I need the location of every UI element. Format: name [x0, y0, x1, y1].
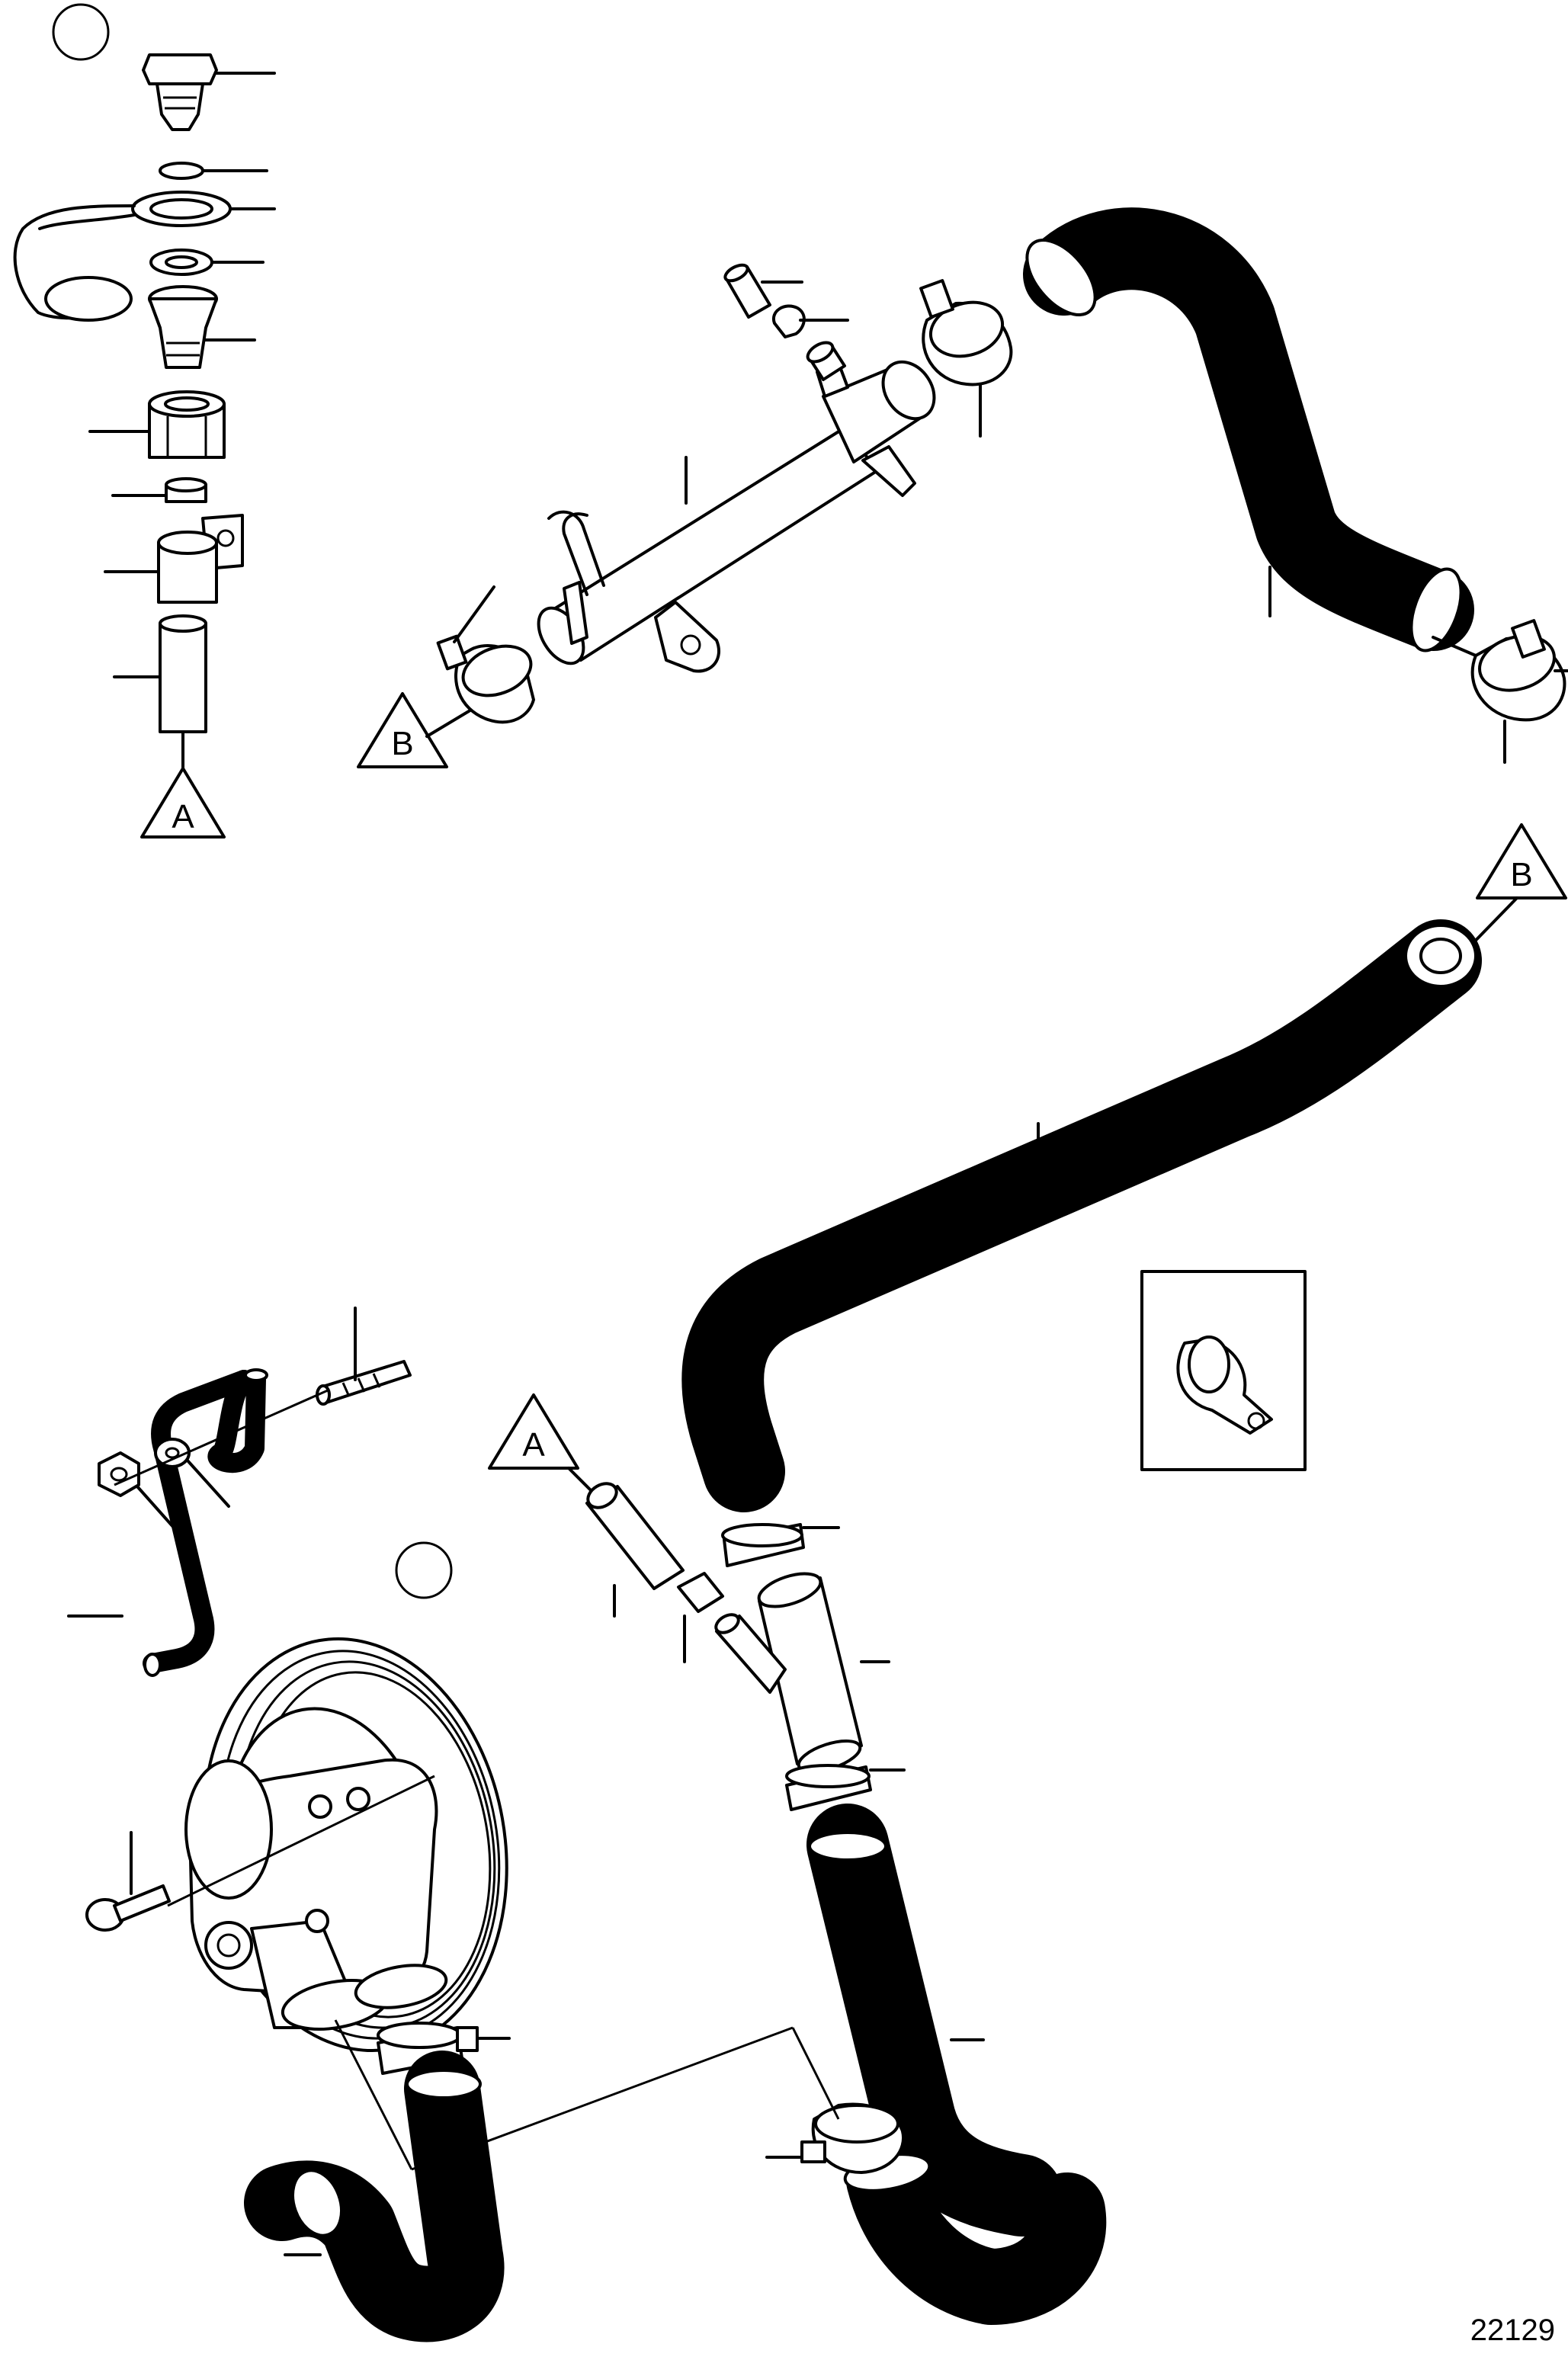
pump-housing [167, 1758, 448, 2031]
reference-letter: A [522, 1426, 545, 1464]
joint-clip [677, 1572, 724, 1663]
reference-letter: A [172, 798, 194, 835]
filler-cap-assembly: A [13, 3, 276, 839]
bent-vent-pipe [67, 1368, 268, 1677]
p-clip-inset [1140, 1270, 1307, 1471]
coolant-pipe [537, 425, 878, 673]
hose-joint-fittings: A [488, 1393, 906, 1811]
vent-sleeve [723, 263, 803, 319]
curved-hose-top [1023, 207, 1474, 653]
pipe-outlet-tee [806, 341, 936, 497]
sealing-ring-lower [785, 1764, 906, 1811]
flat-washer [114, 1389, 329, 1508]
long-coolant-hose: B [681, 823, 1567, 1512]
lower-return-hose [765, 1804, 1107, 2325]
joint-sleeve-left [585, 1482, 685, 1618]
coolant-pipe-assembly: B [357, 207, 1568, 768]
union-nut [88, 390, 226, 459]
small-sleeve [111, 477, 207, 503]
reference-letter: B [1510, 856, 1532, 893]
hose-clamp-right [1432, 619, 1568, 764]
short-hose-piece [113, 614, 207, 733]
water-pump-assembly [67, 1307, 840, 2342]
sealing-washer [149, 249, 265, 276]
position-circle-2 [395, 1541, 453, 1599]
reference-letter: B [391, 725, 413, 762]
figure-number: 22129 [1470, 2314, 1555, 2347]
o-ring-small [159, 162, 268, 180]
leader-line [334, 2019, 413, 2170]
hex-nut [98, 1451, 175, 1529]
reference-marker-b-right: B [1462, 823, 1567, 954]
reference-marker-a-mid: A [488, 1393, 596, 1496]
hose-clamp-upper [919, 279, 1013, 438]
sealing-ring-upper [721, 1523, 840, 1567]
position-circle-1 [52, 3, 110, 61]
leader-line [791, 2027, 840, 2120]
reference-marker-a-top: A [140, 730, 226, 839]
hex-plug [142, 53, 276, 131]
threaded-stud [316, 1307, 412, 1406]
retaining-ring-with-strap [13, 191, 276, 322]
socket-bolt [85, 1831, 171, 1932]
leader-line [411, 2026, 794, 2171]
tee-connector [714, 1572, 890, 1774]
pump-outlet-u-hose [244, 2051, 505, 2342]
clamp-block-with-bracket [104, 514, 244, 604]
vent-clip [771, 304, 849, 338]
hose-clamp-left [436, 585, 535, 724]
filler-neck-nipple [148, 285, 256, 369]
